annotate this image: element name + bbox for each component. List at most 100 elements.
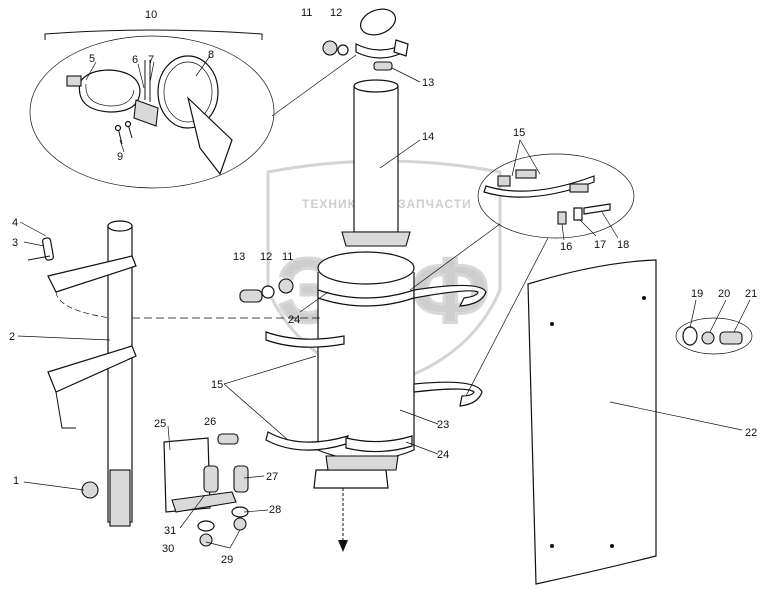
clamp-15-lower-right (413, 381, 483, 407)
bolt-9b-head (124, 120, 132, 128)
clamp-15-lower (265, 431, 349, 451)
spacer-16 (557, 211, 567, 225)
post-lower-bracket (47, 345, 137, 393)
callout-19: 19 (691, 288, 703, 300)
detail-clamp-ear-c (569, 183, 589, 193)
clamp-band-5-inner (85, 83, 135, 107)
post-upper-bracket (47, 255, 137, 293)
callout-25: 25 (154, 418, 166, 430)
nut-17 (573, 207, 583, 221)
callout-11-left: 11 (282, 251, 293, 263)
shield-hole-3 (550, 544, 554, 548)
muffler-body-23 (313, 251, 415, 552)
leader-lines (17, 55, 751, 549)
top-clamp-ear (393, 39, 409, 57)
callout-12-top: 12 (330, 7, 342, 19)
washer-20 (701, 331, 715, 345)
nut-11-top (322, 40, 338, 56)
bolt-13-top (373, 61, 393, 71)
top-cap-assembly (322, 8, 409, 71)
clamp-24-band (345, 435, 413, 453)
muffler-outlet (325, 455, 399, 471)
watermark-left-text: ТЕХНИКА (302, 197, 366, 211)
callout-31: 31 (164, 525, 176, 537)
callout-6: 6 (132, 54, 138, 66)
bolt-18 (583, 203, 611, 215)
shield-hole-4 (610, 544, 614, 548)
callout-16: 16 (560, 241, 572, 253)
detail-clamp-ear-b (515, 169, 537, 179)
clamp-ear-5 (66, 75, 82, 87)
muffler-top (317, 251, 415, 285)
mount-bracket-25 (163, 433, 249, 547)
shield-hole-1 (550, 322, 554, 326)
callout-8: 8 (208, 49, 214, 61)
callout-9: 9 (117, 151, 123, 163)
callout-10: 10 (145, 9, 157, 21)
bolt-27 (233, 465, 249, 493)
callout-5: 5 (89, 53, 95, 65)
detail-10-bracket (44, 29, 263, 40)
pin-3 (27, 255, 51, 261)
post-lower-bracket-leg (55, 391, 76, 429)
bolt-9a-head (114, 124, 122, 132)
nut-29b (233, 517, 247, 531)
washer-12-left (261, 285, 275, 299)
detail-10-leader (271, 54, 357, 117)
callout-18: 18 (617, 239, 629, 251)
shield-panel (527, 259, 657, 585)
callout-13-top: 13 (422, 77, 434, 89)
clamp-15-upper-right (413, 284, 487, 307)
top-cap-lid (359, 8, 397, 36)
callout-4: 4 (12, 217, 18, 229)
washer-19 (682, 326, 698, 346)
clamp-band-5 (78, 69, 141, 113)
detail-15-leader-b (465, 237, 549, 397)
rain-cap-8-rim (163, 61, 213, 123)
mount-plate-25 (163, 437, 211, 513)
callout-29: 29 (221, 554, 233, 566)
nut-1 (81, 481, 99, 499)
detail-15-leader-a (409, 223, 501, 291)
support-post-2 (27, 220, 320, 527)
heat-shield-22 (527, 259, 657, 585)
shield-hole-2 (642, 296, 646, 300)
bolt-26 (217, 433, 239, 445)
nut-11-left (278, 278, 294, 294)
callout-12-left: 12 (260, 251, 272, 263)
outlet-arrow-icon (338, 540, 348, 552)
bracket-plate-6 (133, 99, 159, 127)
bolt-31 (203, 465, 219, 493)
rain-cap-8-arm (186, 96, 233, 176)
callout-17: 17 (594, 239, 606, 251)
callout-28: 28 (269, 504, 281, 516)
nut-29a (199, 533, 213, 547)
detail-15-ellipse (477, 153, 635, 239)
callout-26: 26 (204, 416, 216, 428)
post-base (109, 469, 131, 527)
callout-2: 2 (9, 331, 15, 343)
detail-10-group (29, 29, 357, 189)
pipe-flange (341, 231, 411, 247)
detail-clamp-ear-a (497, 175, 511, 187)
rain-cap-8 (157, 55, 219, 129)
watermark-right-text: ЗАПЧАСТИ (398, 197, 472, 211)
callout-7: 7 (148, 54, 154, 66)
callout-14: 14 (422, 131, 434, 143)
detail-19-ellipse (675, 317, 753, 355)
callout-3: 3 (12, 237, 18, 249)
pipe-body (353, 85, 399, 233)
callout-15-lower: 15 (211, 379, 223, 391)
muffler-clamps (265, 284, 487, 453)
washer-30 (197, 520, 215, 532)
callout-20: 20 (718, 288, 730, 300)
callout-22: 22 (745, 427, 757, 439)
left-fasteners (239, 278, 294, 303)
callout-15-top: 15 (513, 127, 525, 139)
detail-10-ellipse (29, 35, 275, 189)
post-top (107, 220, 133, 232)
detail-15-18 (409, 153, 635, 397)
callout-1: 1 (13, 475, 19, 487)
